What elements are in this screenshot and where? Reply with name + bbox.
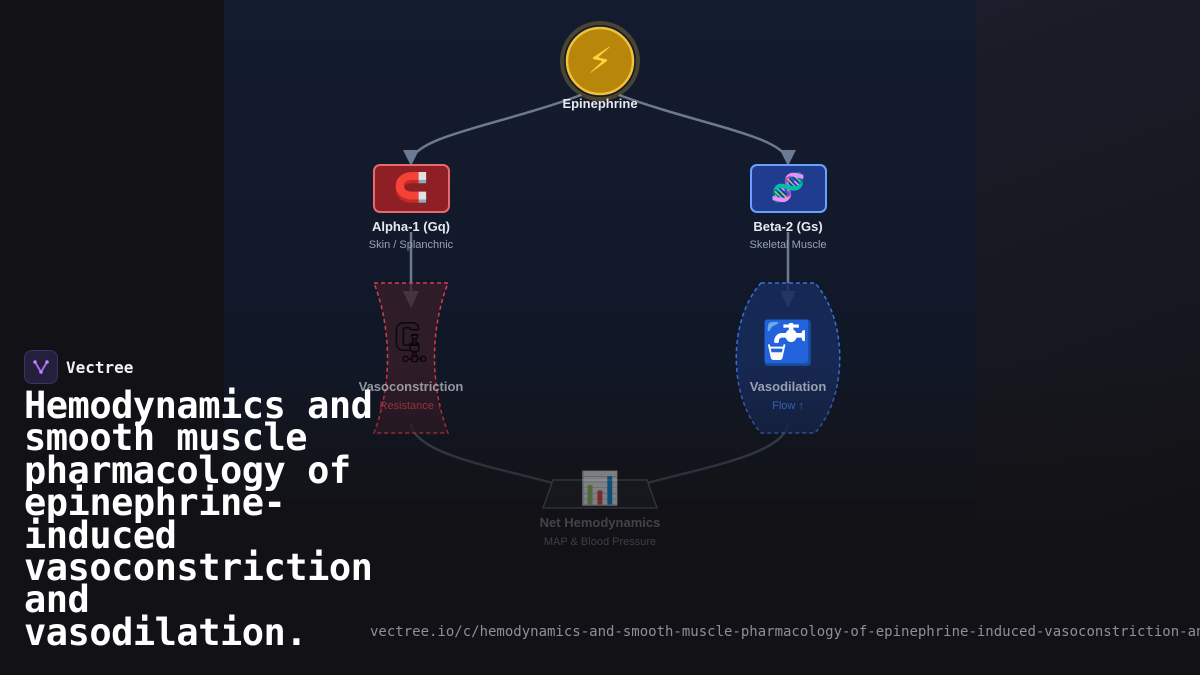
vasoconstriction-sublabel: Resistance ↑	[379, 400, 443, 412]
lightning-icon: ⚡	[587, 41, 613, 82]
dna-icon: 🧬	[770, 171, 806, 204]
epinephrine-label: Epinephrine	[562, 96, 638, 111]
alpha-1-label: Alpha-1 (Gq)	[371, 219, 450, 234]
arrow-beta	[780, 150, 796, 166]
source-url[interactable]: vectree.io/c/hemodynamics-and-smooth-mus…	[370, 624, 1200, 640]
epinephrine-node	[565, 26, 635, 96]
bar-chart-icon: 📊	[580, 469, 620, 507]
page-title: Hemodynamics and smooth muscle pharmacol…	[24, 384, 373, 654]
edge-vasodilation-net	[639, 423, 790, 487]
magnet-icon: 🧲	[393, 171, 429, 204]
clamp-icon: 🗜	[385, 320, 437, 366]
beta-2-sublabel: Skeletal Muscle	[749, 239, 827, 251]
vasodilation-sublabel: Flow ↑	[772, 400, 804, 412]
edge-epinephrine-beta	[618, 93, 790, 161]
alpha-1-sublabel: Skin / Splanchnic	[368, 239, 454, 251]
arrow-alpha	[403, 150, 419, 166]
vasodilation-label: Vasodilation	[749, 379, 827, 394]
beta-2-node	[750, 164, 827, 213]
vectree-logo-icon	[24, 350, 58, 384]
net-hemodynamics-sublabel: MAP & Blood Pressure	[543, 536, 657, 548]
beta-2-label: Beta-2 (Gs)	[753, 219, 823, 234]
net-hemodynamics-label: Net Hemodynamics	[539, 515, 661, 530]
vasoconstriction-label: Vasoconstriction	[358, 379, 464, 394]
alpha-1-node	[373, 164, 450, 213]
edge-epinephrine-alpha	[409, 93, 582, 161]
brand: Vectree	[24, 350, 133, 384]
brand-name: Vectree	[66, 357, 134, 377]
faucet-icon: 🚰	[761, 318, 815, 367]
